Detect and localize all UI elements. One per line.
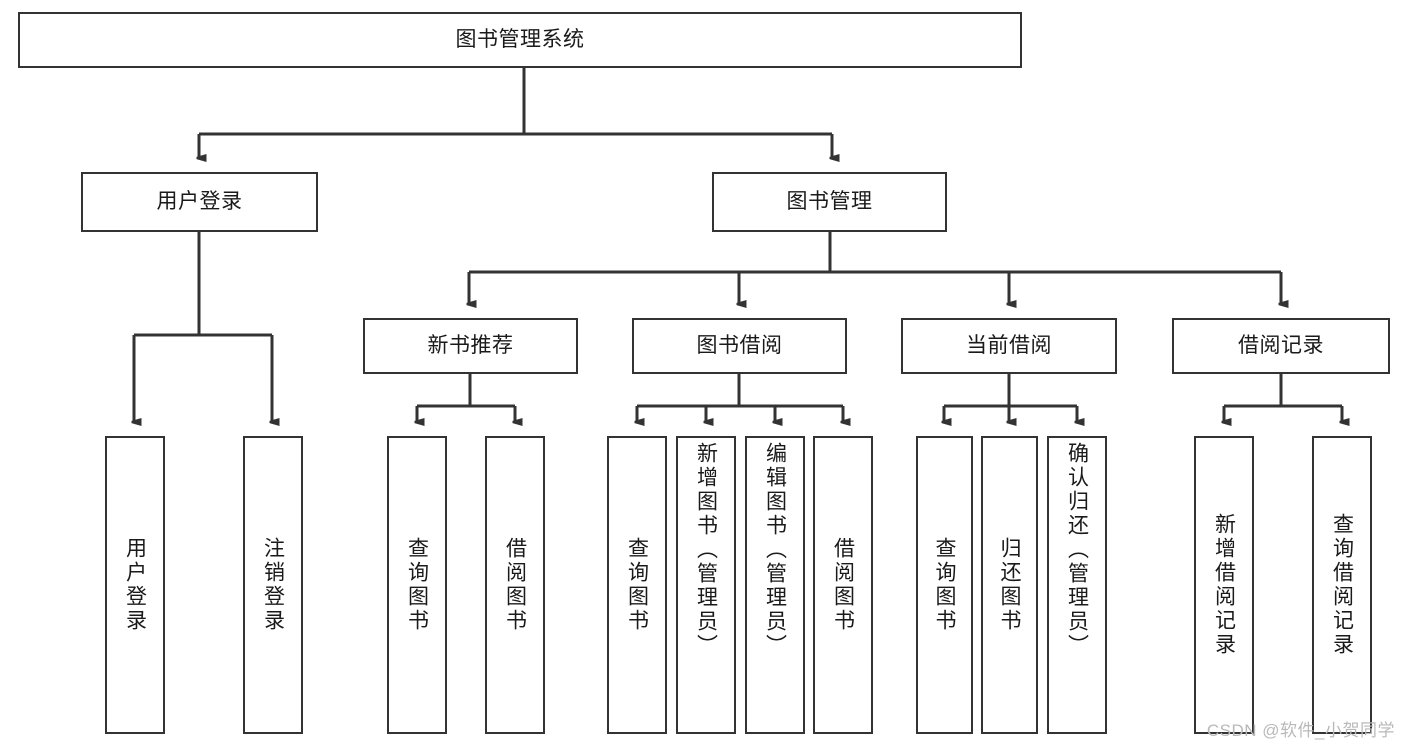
node-leaf-borrow-book-rec-label: 借阅图书 [503,537,527,633]
node-leaf-edit-book-admin[interactable]: 编辑图书（管理员） [745,436,805,734]
node-user-login-label: 用户登录 [156,190,243,214]
node-book-manage-label: 图书管理 [786,190,873,214]
node-leaf-logout-login[interactable]: 注销登录 [243,436,303,734]
node-leaf-query-book-borrow-label: 查询图书 [625,537,649,633]
edges [134,68,1342,422]
node-leaf-confirm-return-admin-label: 确认归还（管理员） [1065,442,1089,658]
node-leaf-user-login[interactable]: 用户登录 [105,436,165,734]
node-borrow-record-label: 借阅记录 [1238,334,1324,358]
node-leaf-confirm-return-admin[interactable]: 确认归还（管理员） [1047,436,1107,734]
node-leaf-return-book-label: 归还图书 [998,537,1022,633]
node-leaf-logout-login-label: 注销登录 [261,537,285,633]
node-leaf-query-book-cur-label: 查询图书 [933,537,957,633]
node-leaf-borrow-book[interactable]: 借阅图书 [813,436,873,734]
node-new-book-recommend[interactable]: 新书推荐 [363,318,578,374]
node-root[interactable]: 图书管理系统 [18,12,1022,68]
node-leaf-user-login-label: 用户登录 [123,537,147,633]
node-book-borrow[interactable]: 图书借阅 [632,318,847,374]
node-current-borrow[interactable]: 当前借阅 [901,318,1117,374]
node-leaf-return-book[interactable]: 归还图书 [981,436,1038,734]
node-leaf-query-book-cur[interactable]: 查询图书 [916,436,973,734]
node-leaf-add-book-admin-label: 新增图书（管理员） [694,442,718,658]
node-root-label: 图书管理系统 [455,28,585,52]
node-leaf-add-borrow-record-label: 新增借阅记录 [1212,513,1236,657]
node-leaf-query-book-rec-label: 查询图书 [405,537,429,633]
node-leaf-query-book-borrow[interactable]: 查询图书 [607,436,667,734]
node-leaf-query-borrow-record[interactable]: 查询借阅记录 [1312,436,1372,734]
node-leaf-add-borrow-record[interactable]: 新增借阅记录 [1194,436,1254,734]
node-user-login[interactable]: 用户登录 [81,172,318,232]
node-book-borrow-label: 图书借阅 [696,334,783,358]
node-leaf-add-book-admin[interactable]: 新增图书（管理员） [676,436,736,734]
node-current-borrow-label: 当前借阅 [966,334,1052,358]
node-leaf-query-book-rec[interactable]: 查询图书 [387,436,447,734]
node-borrow-record[interactable]: 借阅记录 [1172,318,1390,374]
node-book-manage[interactable]: 图书管理 [712,172,947,232]
node-leaf-edit-book-admin-label: 编辑图书（管理员） [763,442,787,658]
node-leaf-query-borrow-record-label: 查询借阅记录 [1330,513,1354,657]
node-new-book-recommend-label: 新书推荐 [427,334,514,358]
node-leaf-borrow-book-label: 借阅图书 [831,537,855,633]
node-leaf-borrow-book-rec[interactable]: 借阅图书 [485,436,545,734]
